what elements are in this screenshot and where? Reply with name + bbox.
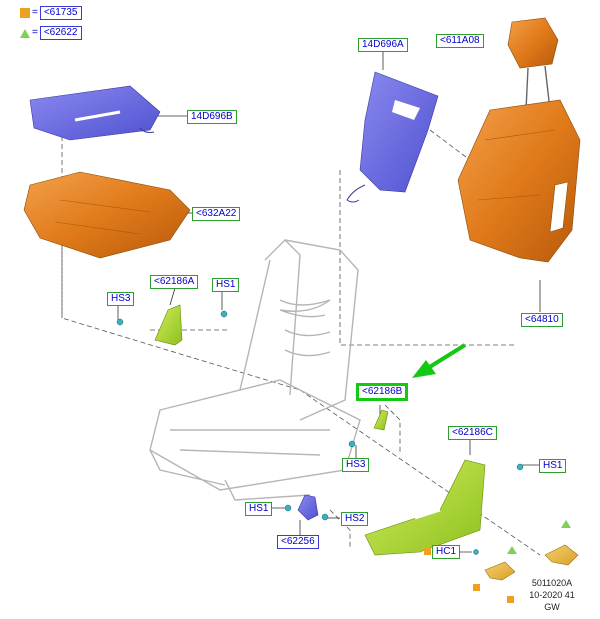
part-62256 xyxy=(297,494,319,521)
seat-cushion-foam xyxy=(23,171,191,259)
callout-611a08[interactable]: <611A08 xyxy=(436,34,484,48)
backrest-heater-wire xyxy=(346,184,366,203)
screw-hs2 xyxy=(321,513,329,521)
callout-62186a[interactable]: <62186A xyxy=(150,275,199,289)
screws xyxy=(116,310,524,555)
cushion-heater-slot xyxy=(74,110,121,122)
cushion-heater-wire xyxy=(139,127,155,133)
callout-hs1-right[interactable]: HS1 xyxy=(539,459,567,473)
screw-hs1-right xyxy=(516,463,524,471)
callout-62256[interactable]: <62256 xyxy=(277,535,319,549)
triangle-symbol-right xyxy=(561,520,571,528)
callout-14d696a[interactable]: 14D696A xyxy=(358,38,408,52)
headrest xyxy=(507,17,559,69)
highlight-arrow xyxy=(412,343,467,378)
screw-hs3-mid xyxy=(348,440,356,448)
legend-row-triangle: = <62622 xyxy=(20,26,82,40)
backrest-foam xyxy=(457,99,581,263)
square-symbol-c xyxy=(507,596,514,603)
legend-equals: = xyxy=(32,7,38,18)
callout-632a22[interactable]: <632A22 xyxy=(192,207,241,221)
cushion-heater-mat xyxy=(29,85,161,141)
legend-code: <61735 xyxy=(39,6,82,20)
square-legend-icon xyxy=(20,8,30,18)
drawing-date: 10-2020 41 xyxy=(529,590,575,600)
screw-hs1-top xyxy=(220,310,228,318)
drawing-number: 5011020A xyxy=(531,578,573,588)
backrest-foam-recess xyxy=(549,181,569,233)
callout-hs1-top[interactable]: HS1 xyxy=(212,278,240,292)
square-symbol-b xyxy=(473,584,480,591)
screw-hc1 xyxy=(473,549,479,555)
trim-cap-left xyxy=(484,561,516,581)
side-shield-62186c xyxy=(364,459,486,556)
backrest-heater-slot xyxy=(392,100,420,120)
assembly-lines xyxy=(61,128,541,556)
callout-62186c[interactable]: <62186C xyxy=(448,426,497,440)
bracket-62186b xyxy=(373,409,389,431)
callout-hs2[interactable]: HS2 xyxy=(341,512,369,526)
callout-hs1-bottom[interactable]: HS1 xyxy=(245,502,273,516)
legend-code: <62622 xyxy=(39,26,82,40)
screw-hs3-left xyxy=(116,318,124,326)
drawing-initials: GW xyxy=(544,602,560,612)
callout-62186b[interactable]: <62186B xyxy=(356,383,409,401)
legend-row-square: = <61735 xyxy=(20,6,82,20)
callout-hs3-left[interactable]: HS3 xyxy=(107,292,135,306)
callout-hc1[interactable]: HC1 xyxy=(432,545,461,559)
side-shield-slot xyxy=(414,508,441,520)
triangle-symbol-left xyxy=(507,546,517,554)
trim-cap-right xyxy=(544,544,579,566)
backrest-heater-mat xyxy=(359,71,439,193)
drawing-reference: 5011020A 10-2020 41 GW xyxy=(522,577,582,613)
triangle-legend-icon xyxy=(20,28,30,38)
square-symbol-a xyxy=(424,548,431,555)
backrest-foam-detail xyxy=(477,129,556,201)
callout-hs3-mid[interactable]: HS3 xyxy=(342,458,370,472)
seat-cushion-detail xyxy=(54,199,151,235)
callout-64810[interactable]: <64810 xyxy=(521,313,563,327)
callout-14d696b[interactable]: 14D696B xyxy=(187,110,237,124)
legend-equals: = xyxy=(32,27,38,38)
bracket-62186a xyxy=(154,304,183,346)
screw-hs1-bottom xyxy=(284,504,292,512)
